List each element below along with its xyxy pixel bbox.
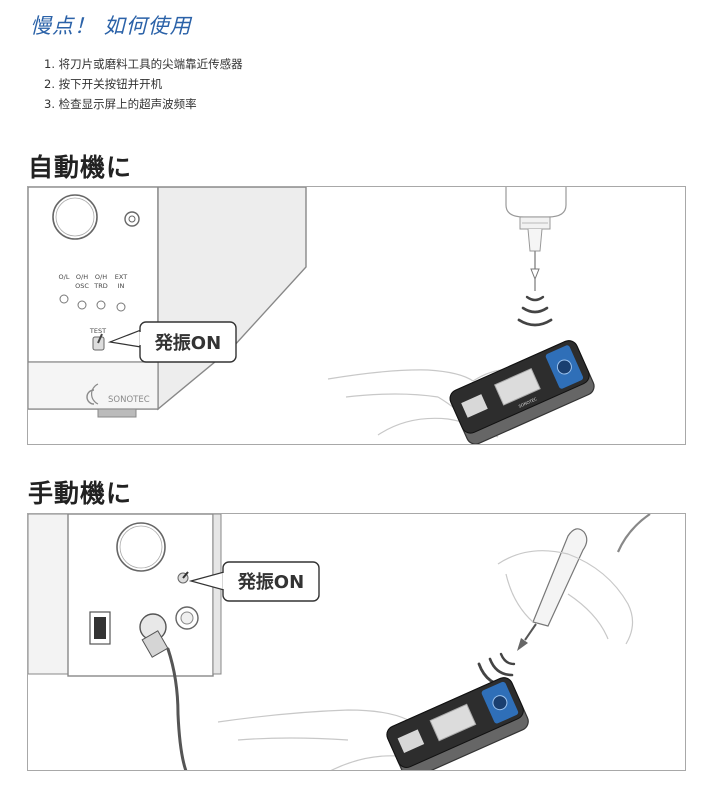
indicator-label: IN — [118, 282, 125, 290]
brand-logo: SONOTEC — [86, 383, 150, 405]
knob-icon — [116, 522, 166, 572]
step-item: 3. 检查显示屏上的超声波频率 — [44, 97, 197, 111]
hand-outline — [217, 709, 409, 770]
indicator-label: TRD — [93, 282, 108, 290]
sensor-device: SONOTEC — [449, 340, 595, 444]
toggle-switch-icon — [177, 571, 189, 584]
knob-icon — [52, 194, 98, 240]
indicator-label: O/L — [59, 273, 70, 281]
indicator-lamps — [59, 294, 126, 312]
cable — [166, 647, 188, 770]
oscillation-callout: 発振ON — [107, 321, 237, 363]
step-item: 1. 将刀片或磨料工具的尖端靠近传感器 — [44, 57, 243, 71]
switch-label: TEST — [89, 327, 106, 335]
step-item: 2. 按下开关按钮并开机 — [44, 77, 163, 91]
callout-text: 発振ON — [237, 571, 304, 593]
section-title-auto: 自動機に — [28, 153, 133, 182]
toggle-switch-icon — [92, 333, 105, 351]
oscillation-callout: 発振ON — [188, 561, 320, 602]
page-title: 慢点！ 如何使用 — [30, 14, 192, 38]
connector-icon — [139, 606, 199, 658]
ring-icon — [124, 211, 140, 227]
indicator-label: EXT — [115, 273, 127, 281]
manual-machine-illustration: 発振ON — [27, 513, 686, 771]
hand-outline — [497, 550, 634, 645]
ultrasonic-tool — [505, 187, 567, 291]
ultrasonic-waves-icon — [517, 295, 553, 327]
callout-text: 発振ON — [154, 332, 221, 354]
section-title-manual: 手動機に — [28, 479, 133, 508]
auto-machine-illustration: O/L O/H OSC O/H TRD EXT IN TEST SONOTEC — [27, 186, 686, 445]
indicator-label: O/H — [76, 273, 88, 281]
power-switch-icon — [89, 611, 111, 645]
steps-list: 1. 将刀片或磨料工具的尖端靠近传感器 2. 按下开关按钮并开机 3. 检查显示… — [44, 54, 243, 114]
indicator-label: OSC — [75, 282, 89, 290]
sensor-device — [386, 677, 529, 770]
svg-text:SONOTEC: SONOTEC — [108, 395, 150, 405]
handpiece-tool — [517, 514, 651, 651]
indicator-label: O/H — [95, 273, 107, 281]
